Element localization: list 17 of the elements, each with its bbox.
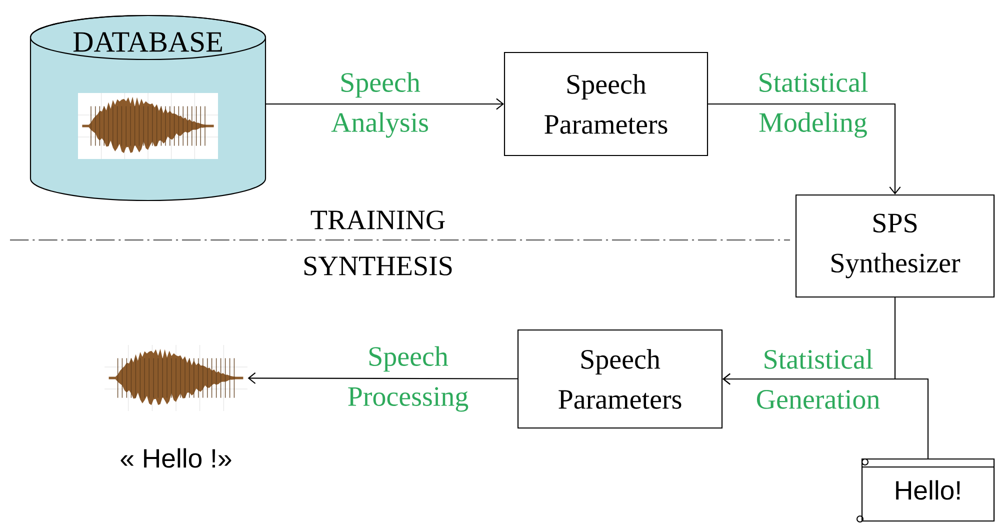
arrow: [722, 373, 929, 458]
process-box: Speech Parameters: [517, 329, 723, 429]
edge-label: Speech Analysis: [331, 72, 428, 138]
edge-label: Speech Processing: [348, 346, 468, 412]
phase-label: TRAINING: [310, 210, 445, 230]
edge-label: Statistical Generation: [756, 349, 880, 409]
database-cylinder: DATABASE: [30, 14, 266, 202]
edge-label: Statistical Modeling: [759, 72, 868, 138]
arrow: [248, 372, 518, 384]
node-label: « Hello !»: [120, 448, 232, 468]
arrow: [708, 103, 901, 194]
waveform-drawing: [104, 344, 248, 412]
phase-label: SYNTHESIS: [304, 256, 452, 276]
process-box: Speech Parameters: [504, 52, 708, 156]
process-box: SPS Synthesizer: [795, 194, 995, 298]
scroll-box: Hello!: [856, 458, 995, 523]
arrow: [266, 98, 504, 110]
